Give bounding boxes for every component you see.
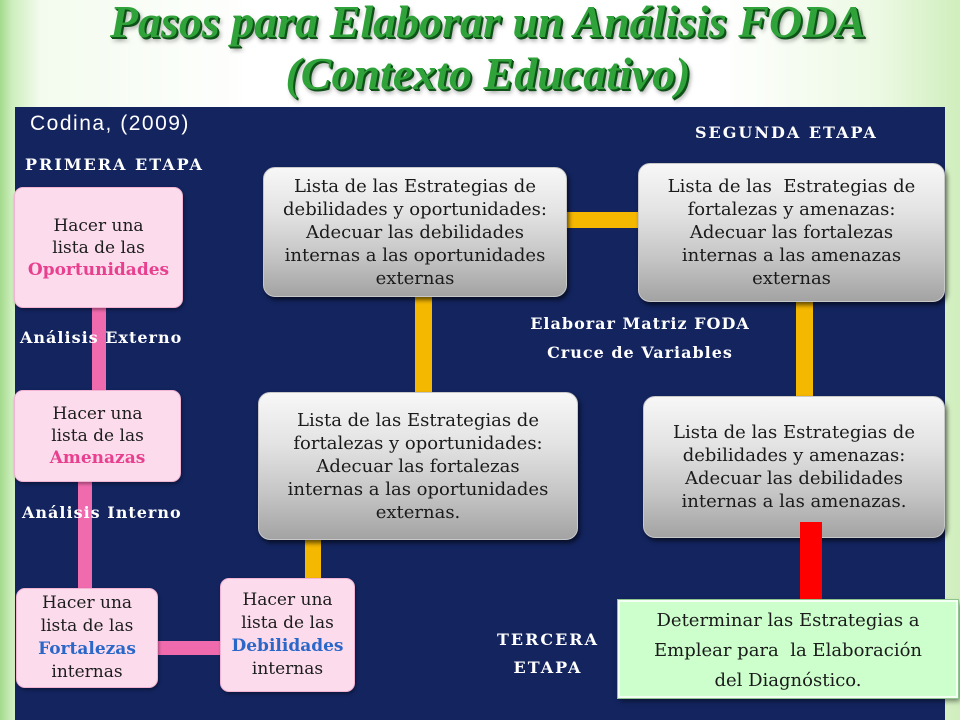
- connector-opportunities-threats: [92, 306, 106, 392]
- list-box-weaknesses: Hacer una lista de las Debilidades inter…: [220, 578, 355, 692]
- list-box-strengths: Hacer una lista de las Fortalezas intern…: [16, 588, 158, 688]
- box-text-line: Hacer una: [242, 590, 333, 610]
- box-text-line: internas a las amenazas.: [681, 491, 907, 512]
- box-text-line: Hacer una: [52, 404, 143, 424]
- highlight-term: Amenazas: [49, 448, 146, 468]
- matrix-label-line-1: Elaborar Matriz FODA: [530, 314, 750, 333]
- box-text-line: internas a las amenazas: [681, 245, 902, 266]
- connector-threats-strengths: [78, 480, 92, 590]
- box-text-line: Determinar las Estrategias a: [656, 610, 920, 631]
- box-text-line: lista de las: [40, 616, 134, 636]
- box-text-line: Adecuar las debilidades: [306, 221, 524, 243]
- box-text-line: debilidades y amenazas:: [682, 445, 906, 466]
- analysis-label-external: Análisis Externo: [20, 328, 183, 347]
- citation: Codina, (2009): [30, 112, 190, 135]
- analysis-label-internal: Análisis Interno: [22, 503, 182, 522]
- box-text-line: fortalezas y amenazas:: [687, 199, 896, 220]
- box-text-line: Emplear para la Elaboración: [653, 640, 923, 661]
- connector-fa-da: [796, 300, 813, 398]
- box-text-line: Adecuar las fortalezas: [689, 222, 894, 243]
- box-text-line: Hacer una: [41, 593, 133, 613]
- slide-title: Pasos para Elaborar un Análisis FODA (Co…: [16, 0, 960, 100]
- box-text-line: internas: [251, 659, 324, 679]
- strategy-box-fo: Lista de las Estrategias de fortalezas y…: [258, 392, 578, 540]
- box-text-line: lista de las: [51, 426, 144, 446]
- connector-weaknesses-fo: [305, 536, 321, 580]
- title-line-2: (Contexto Educativo): [285, 48, 691, 99]
- connector-do-fa: [565, 212, 640, 228]
- box-text-line: externas.: [375, 501, 461, 523]
- stage-label-tercera: TERCERA ETAPA: [496, 630, 600, 677]
- highlight-term: Debilidades: [231, 636, 344, 656]
- box-text-line: Hacer una: [53, 215, 144, 236]
- box-text-line: Adecuar las debilidades: [685, 468, 903, 489]
- diagnosis-box: Determinar las Estrategias a Emplear par…: [618, 600, 958, 698]
- list-box-threats: Hacer una lista de las Amenazas: [14, 390, 181, 482]
- stage-label-segunda: SEGUNDA ETAPA: [695, 123, 878, 142]
- matrix-label-line-2: Cruce de Variables: [547, 343, 733, 362]
- highlight-term: Oportunidades: [27, 259, 170, 280]
- box-text-line: Lista de las Estrategias de: [294, 175, 536, 197]
- box-text-line: Adecuar las fortalezas: [316, 455, 520, 477]
- connector-da-diagnosis: [800, 522, 822, 602]
- strategy-box-fa: Lista de las Estrategias de fortalezas y…: [638, 163, 945, 302]
- connector-fo-do: [415, 295, 432, 394]
- box-text-line: del Diagnóstico.: [714, 670, 862, 691]
- box-text-line: Lista de las Estrategias de: [673, 422, 915, 443]
- box-text-line: externas: [752, 268, 831, 289]
- stage-label-primera: PRIMERA ETAPA: [25, 155, 204, 174]
- box-text-line: lista de las: [241, 613, 334, 633]
- strategy-box-do: Lista de las Estrategias de debilidades …: [263, 167, 567, 297]
- box-text-line: internas a las oportunidades: [287, 478, 549, 500]
- box-text-line: internas: [51, 662, 123, 682]
- box-text-line: fortalezas y oportunidades:: [293, 432, 543, 454]
- strategy-box-da: Lista de las Estrategias de debilidades …: [643, 396, 945, 538]
- box-text-line: internas a las oportunidades: [284, 244, 546, 266]
- matrix-label: Elaborar Matriz FODA Cruce de Variables: [490, 309, 790, 367]
- list-box-opportunities: Hacer una lista de las Oportunidades: [14, 187, 183, 308]
- box-text-line: externas: [375, 267, 455, 289]
- box-text-line: lista de las: [52, 237, 145, 258]
- title-line-1: Pasos para Elaborar un Análisis FODA: [109, 0, 867, 47]
- box-text-line: Lista de las Estrategias de: [297, 409, 539, 431]
- highlight-term: Fortalezas: [38, 639, 136, 659]
- box-text-line: debilidades y oportunidades:: [283, 198, 547, 220]
- box-text-line: Lista de las Estrategias de: [667, 176, 916, 197]
- connector-strengths-weaknesses: [156, 641, 222, 655]
